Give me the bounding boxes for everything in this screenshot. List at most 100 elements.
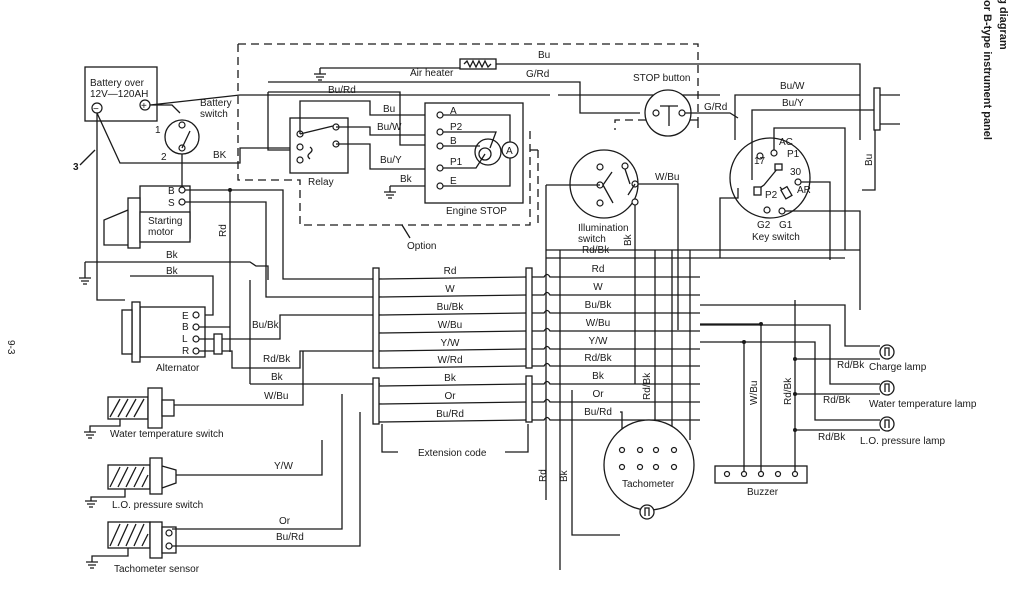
lo-pressure-switch-nut <box>149 457 163 495</box>
engine-stop-terminal-e <box>436 182 444 190</box>
wire-label-bk-alt: Bk <box>271 372 284 383</box>
wire-label-bu-w-key: Bu/W <box>780 81 805 92</box>
ground-icon-wts <box>84 419 121 439</box>
lo-pressure-lamp-label: L.O. pressure lamp <box>860 436 945 447</box>
harness-wire-right <box>532 345 700 350</box>
wire-label-bu-rd-top: Bu/Rd <box>328 85 356 96</box>
alt-terminal-r <box>192 347 200 355</box>
battery-switch-lever <box>181 130 191 149</box>
tachometer-label: Tachometer <box>622 479 675 490</box>
wire-illum-left <box>545 184 600 500</box>
connector-right <box>873 87 881 131</box>
page-number: 9-3 <box>5 340 16 355</box>
engine-stop-terminals: A P2 B P1 E <box>436 106 463 190</box>
alt-terminal-e-label: E <box>182 311 189 322</box>
key-terminal-ar: AR <box>797 185 811 196</box>
battery-switch-t2-label: 2 <box>161 152 167 163</box>
wire-bu-w-key <box>734 94 860 140</box>
wire-label-rd-bk-charge: Rd/Bk <box>837 360 865 371</box>
harness-wire-label-right: Bu/Bk <box>585 300 613 311</box>
illum-terminal-4 <box>621 162 629 170</box>
harness-wire <box>378 312 527 316</box>
callout-3: 3 <box>73 162 79 173</box>
wire-bk-alt <box>249 280 380 385</box>
wire-key-left <box>719 188 739 258</box>
wire-label-w-bu-illum: W/Bu <box>655 172 679 183</box>
buzzer-label: Buzzer <box>747 487 779 498</box>
engine-stop-terminal-b <box>436 142 444 150</box>
harness-wire-label-right: W <box>593 282 603 293</box>
lo-pressure-lamp <box>879 416 895 432</box>
starting-motor-label-2: motor <box>148 227 174 238</box>
tachometer-lamp <box>639 504 655 520</box>
alt-terminal-l-label: L <box>182 334 188 345</box>
wire-label-rd-bk-buzz: Rd/Bk <box>783 377 794 405</box>
wire-label-bu-relay: Bu <box>383 104 395 115</box>
motor-a-label: A <box>506 146 513 157</box>
harness: RdWBu/BkW/BuY/WW/RdBkOrBu/RdRdWBu/BkW/Bu… <box>378 264 700 423</box>
harness-wire-right <box>532 291 700 296</box>
terminal-label-e: E <box>450 176 457 187</box>
key-terminal-17: 17 <box>754 156 766 167</box>
wire-label-bu-bk-alt: Bu/Bk <box>252 320 280 331</box>
alternator-shaft <box>121 309 133 355</box>
starting-motor-label-1: Starting <box>148 216 182 227</box>
wire-label-bk-batt: BK <box>213 150 227 161</box>
wire-label-bk-illum: Bk <box>623 233 634 246</box>
wire-label-bu-y-key: Bu/Y <box>782 98 804 109</box>
harness-wire <box>378 401 527 405</box>
wire-label-bk-tach-v: Bk <box>559 469 570 482</box>
wire-relay-feed <box>267 92 290 151</box>
wire-bu-relay <box>299 100 430 134</box>
junction-dot <box>793 357 797 361</box>
starting-motor-body <box>127 197 141 249</box>
wire-label-rd-bk-alt: Rd/Bk <box>263 354 291 365</box>
wire-label-bk2: Bk <box>166 266 179 277</box>
water-temp-switch-nut <box>147 387 163 429</box>
wire-label-g-rd: G/Rd <box>526 69 549 80</box>
junction-dot <box>793 392 797 396</box>
harness-wire-right <box>532 309 700 314</box>
water-temp-switch-tip <box>161 399 175 417</box>
diagram-title: iring diagram or B-type instrument panel <box>981 0 1009 140</box>
harness-wire-label-right: Y/W <box>589 336 608 347</box>
alt-terminal-l <box>192 335 200 343</box>
bulb-icon <box>884 347 890 356</box>
starting-motor-label-box <box>139 211 191 243</box>
stop-button-terminal-1 <box>652 109 660 117</box>
buzzer-terminal <box>723 470 731 478</box>
illum-terminal-3 <box>596 199 604 207</box>
hatch-icon <box>109 398 145 418</box>
terminal-label-b: B <box>450 136 457 147</box>
wire-label-rd-vert: Rd <box>218 224 229 237</box>
harness-wire <box>378 330 527 334</box>
plus-icon: + <box>141 101 147 112</box>
wire-bu-rd-tach <box>172 412 361 547</box>
illum-contacts <box>602 168 636 204</box>
wire-key-ac <box>773 127 846 250</box>
tach-terminal <box>618 446 626 454</box>
hatch-icon <box>109 466 149 488</box>
key-contact-1 <box>774 163 783 171</box>
key-terminal-g1-dot <box>778 207 786 215</box>
harness-wire-label-left: Rd <box>444 266 457 277</box>
buzzer-terminals <box>723 470 799 478</box>
wire-bu-rd-top <box>268 91 430 146</box>
key-terminal-p1-dot <box>770 149 778 157</box>
extension-code-label: Extension code <box>418 448 487 459</box>
wire-y-w-lo <box>176 440 323 476</box>
harness-wire-label-right: Rd/Bk <box>584 353 612 364</box>
wire-bu-y-relay <box>336 143 430 170</box>
tach-terminal <box>652 446 660 454</box>
water-temp-switch-label: Water temperature switch <box>110 429 224 440</box>
key-terminal-p1: P1 <box>787 149 800 160</box>
battery-label-2: 12V—120AH <box>90 89 148 100</box>
junction-dot <box>793 428 797 432</box>
tach-terminal <box>636 446 644 454</box>
wire-buzzer-1 <box>700 341 745 471</box>
bulb-icon <box>644 507 650 516</box>
illum-terminal-6 <box>631 198 639 206</box>
engine-stop-terminal-p2 <box>436 128 444 136</box>
battery-switch-t1-label: 1 <box>155 125 161 136</box>
harness-wire <box>378 348 527 352</box>
